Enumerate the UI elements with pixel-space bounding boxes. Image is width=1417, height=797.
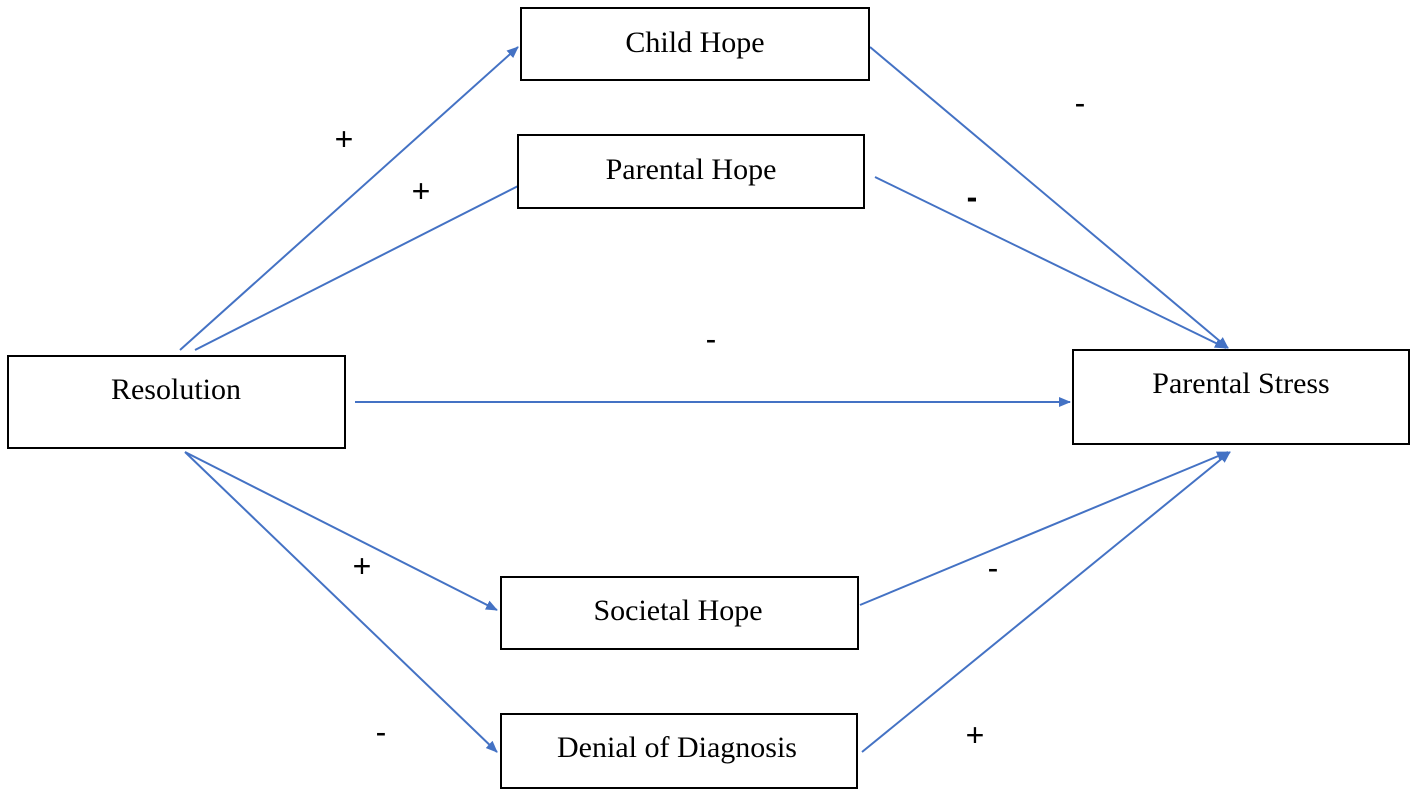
node-parental-stress-label: Parental Stress [1152,367,1329,400]
arrow-resolution-to-child-hope [179,46,519,351]
arrow-denial-of-diagnosis-to-parental-stress [861,451,1231,753]
sign-parental-hope-parental-stress: - [967,179,978,215]
sign-child-hope-parental-stress: - [1075,85,1086,121]
node-parental-stress: Parental Stress [1072,349,1410,445]
sign-resolution-societal-hope: + [353,548,372,584]
arrow-resolution-to-denial-of-diagnosis [184,451,498,753]
node-parental-hope-label: Parental Hope [606,153,777,186]
node-resolution-label: Resolution [111,373,241,406]
sign-societal-hope-parental-stress: - [988,550,999,586]
node-parental-hope: Parental Hope [517,134,865,209]
sign-resolution-child-hope: + [335,121,354,157]
node-denial-of-diagnosis-label: Denial of Diagnosis [557,731,797,764]
sign-resolution-denial-of-diagnosis: - [376,714,387,750]
sign-resolution-parental-stress: - [706,321,717,357]
node-child-hope-label: Child Hope [625,26,764,59]
arrow-child-hope-to-parental-stress [869,46,1229,349]
sign-denial-of-diagnosis-parental-stress: + [966,717,985,753]
arrow-societal-hope-to-parental-stress [859,451,1229,606]
arrow-parental-hope-to-parental-stress [874,176,1227,349]
node-child-hope: Child Hope [520,7,870,81]
node-resolution: Resolution [7,355,346,449]
sign-resolution-parental-hope: + [412,173,431,209]
node-denial-of-diagnosis: Denial of Diagnosis [500,713,858,789]
node-societal-hope-label: Societal Hope [593,594,762,627]
node-societal-hope: Societal Hope [500,576,859,650]
arrow-resolution-to-societal-hope [184,451,498,611]
arrow-resolution-to-parental-hope [194,179,531,351]
